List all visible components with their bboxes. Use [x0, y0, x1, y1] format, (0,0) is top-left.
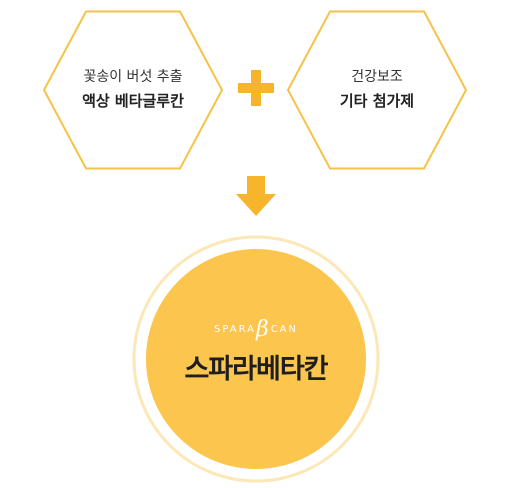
right-hex-line1: 건강보조 [351, 69, 403, 85]
right-hex-line2: 기타 첨가제 [339, 92, 415, 110]
brand-text-right: CAN [270, 324, 298, 335]
hexagon-outline-left [42, 10, 224, 170]
ingredient-hexagon-right: 건강보조 기타 첨가제 [286, 10, 468, 170]
product-title: 스파라베타칸 [184, 354, 328, 385]
left-hex-line2: 액상 베타글루칸 [82, 92, 184, 110]
hexagon-outline-right [286, 10, 468, 170]
plus-icon [238, 70, 274, 110]
arrow-down-icon [234, 176, 278, 222]
beta-symbol: β [255, 317, 269, 342]
left-hex-line1: 꽃송이 버섯 추출 [83, 69, 183, 85]
result-circle-graphic [132, 235, 380, 483]
ingredient-hexagon-left: 꽃송이 버섯 추출 액상 베타글루칸 [42, 10, 224, 170]
brand-text-left: SPARA [214, 324, 256, 335]
